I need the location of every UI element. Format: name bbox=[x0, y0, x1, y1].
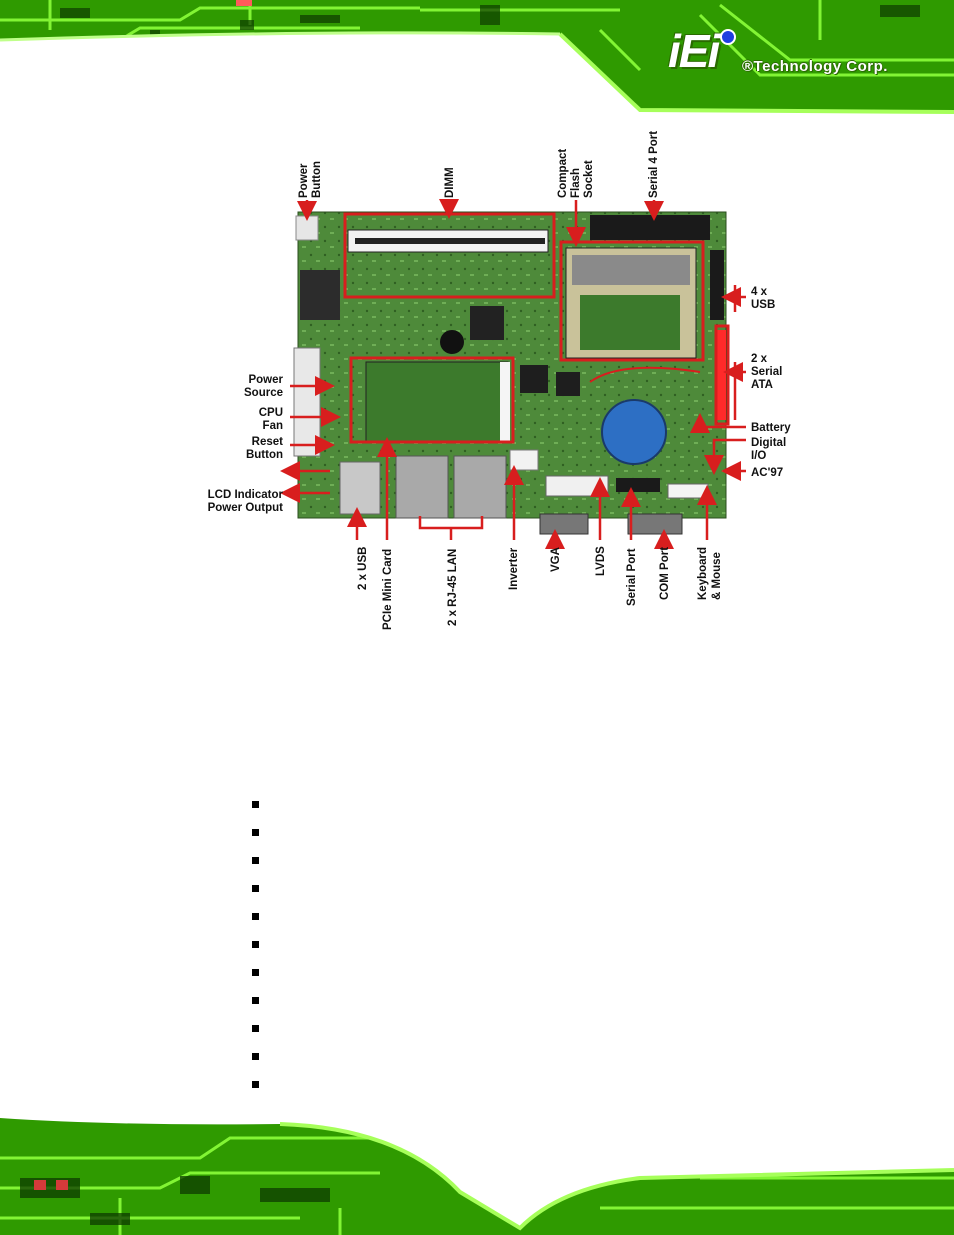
label-2x-usb: 2 x USB bbox=[357, 547, 369, 590]
label-sata-2: Serial bbox=[751, 366, 782, 378]
label-compact-flash-2: Flash bbox=[570, 168, 582, 198]
circuit-board-footer bbox=[0, 1118, 954, 1235]
label-4x-usb-1: 4 x bbox=[751, 286, 768, 298]
label-lcd-indicator-2: Power Output bbox=[208, 502, 284, 514]
circuit-board-background bbox=[0, 0, 954, 115]
brand-name: ®Technology Corp. bbox=[742, 58, 888, 75]
bullet-square-icon bbox=[252, 1053, 259, 1060]
bullet-square-icon bbox=[252, 1081, 259, 1088]
label-lcd-indicator-1: LCD Indicator bbox=[208, 489, 284, 501]
label-lvds: LVDS bbox=[595, 546, 607, 576]
iei-logo: iEi bbox=[668, 25, 720, 77]
label-sata-1: 2 x bbox=[751, 353, 768, 365]
label-compact-flash-3: Socket bbox=[583, 160, 595, 198]
label-serial-port: Serial Port bbox=[626, 548, 638, 606]
bullet-square-icon bbox=[252, 941, 259, 948]
callout-arrows bbox=[280, 199, 746, 549]
bullet-square-icon bbox=[252, 913, 259, 920]
label-battery: Battery bbox=[751, 422, 791, 434]
header-banner: iEi ®Technology Corp. bbox=[0, 0, 954, 115]
label-reset-button-2: Button bbox=[246, 449, 283, 461]
label-pcie-mini-card: PCIe Mini Card bbox=[382, 549, 394, 630]
label-keyboard-1: Keyboard bbox=[697, 547, 709, 600]
bullet-square-icon bbox=[252, 969, 259, 976]
bullet-square-icon bbox=[252, 885, 259, 892]
label-reset-button-1: Reset bbox=[252, 436, 283, 448]
bullet-square-icon bbox=[252, 801, 259, 808]
board-diagram: Power Button DIMM Compact Flash Socket S… bbox=[208, 131, 792, 630]
label-sata-3: ATA bbox=[751, 379, 773, 391]
label-digital-io-1: Digital bbox=[751, 437, 786, 449]
label-rj45-lan: 2 x RJ-45 LAN bbox=[447, 549, 459, 626]
bullet-square-icon bbox=[252, 829, 259, 836]
label-digital-io-2: I/O bbox=[751, 450, 766, 462]
bullet-square-icon bbox=[252, 997, 259, 1004]
serial-4-port-header bbox=[590, 215, 710, 240]
bullet-square-icon bbox=[252, 857, 259, 864]
label-power-source-1: Power bbox=[248, 374, 283, 386]
label-cpu-fan-2: Fan bbox=[263, 420, 283, 432]
label-serial-4-port: Serial 4 Port bbox=[648, 131, 660, 198]
label-ac97: AC'97 bbox=[751, 467, 783, 479]
logo-dot-icon bbox=[720, 29, 736, 45]
label-com-port: COM Port bbox=[659, 547, 671, 600]
label-compact-flash-1: Compact bbox=[557, 149, 569, 198]
label-inverter: Inverter bbox=[508, 547, 520, 590]
label-keyboard-2: & Mouse bbox=[711, 552, 723, 600]
label-power-source-2: Source bbox=[244, 387, 283, 399]
label-cpu-fan-1: CPU bbox=[259, 407, 283, 419]
label-dimm: DIMM bbox=[444, 167, 456, 198]
label-vga: VGA bbox=[550, 547, 562, 572]
bullet-square-icon bbox=[252, 1025, 259, 1032]
label-4x-usb-2: USB bbox=[751, 299, 775, 311]
footer-banner bbox=[0, 1118, 954, 1235]
label-power-button-1: Power bbox=[298, 163, 310, 198]
label-power-button-2: Button bbox=[311, 161, 323, 198]
board-layout-figure: Power Button DIMM Compact Flash Socket S… bbox=[0, 115, 954, 635]
company-logo: iEi ®Technology Corp. bbox=[668, 26, 928, 82]
